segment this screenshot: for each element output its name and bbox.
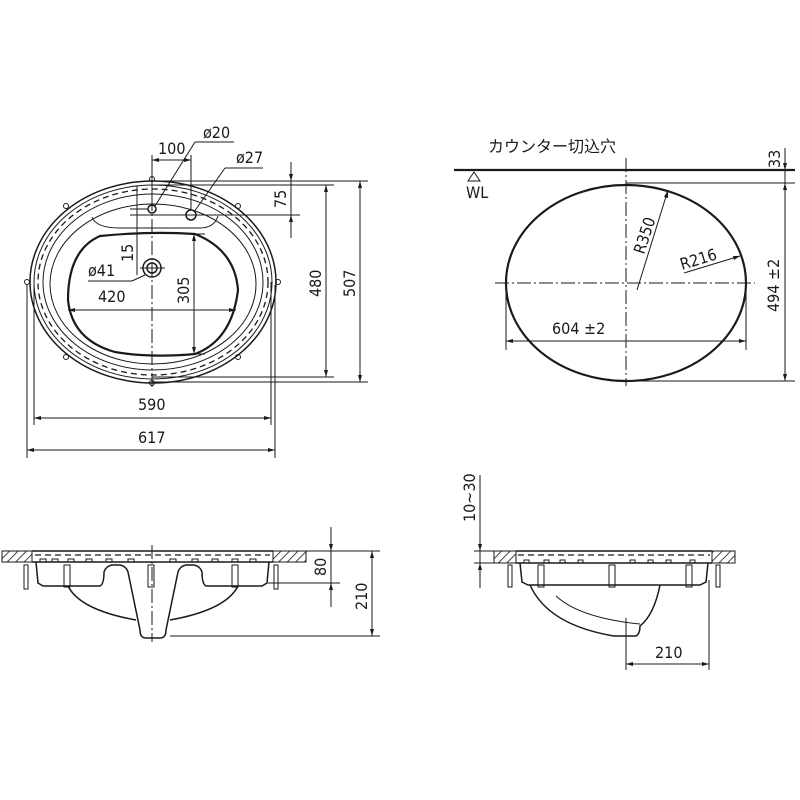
dim-inner-width: 590 xyxy=(138,395,165,414)
dim-bowl-width: 420 xyxy=(98,287,125,306)
mounting-clamp-icons xyxy=(23,564,279,590)
dim-total-height: 210 xyxy=(352,583,371,610)
dim-rim-height: 80 xyxy=(311,558,330,576)
side-section-view: 10~30 210 xyxy=(460,473,736,670)
water-level-label: WL xyxy=(466,183,488,202)
dim-radius-small: R216 xyxy=(678,245,719,274)
top-view: 100 ø20 ø27 75 15 ø41 420 305 xyxy=(24,123,368,458)
dim-drain-offset: 15 xyxy=(118,244,137,262)
side-clamp-icons xyxy=(507,564,721,588)
cutout-view: カウンター切込穴 WL R350 R216 604 ±2 33 494 ±2 xyxy=(454,137,795,386)
water-level-icon xyxy=(467,171,481,182)
dim-drain: ø41 xyxy=(88,261,115,280)
dim-counter-thickness: 10~30 xyxy=(460,473,479,522)
dim-hole-large: ø27 xyxy=(236,148,263,167)
dim-radius-large: R350 xyxy=(630,215,660,257)
dim-cutout-depth: 494 ±2 xyxy=(764,259,783,312)
dim-hole-small: ø20 xyxy=(203,123,230,142)
dim-bowl-depth: 305 xyxy=(174,277,193,304)
front-section-view: 80 210 xyxy=(1,527,380,642)
dim-outer-width: 617 xyxy=(138,428,165,447)
dim-hole-depth: 75 xyxy=(271,190,290,208)
dim-top-offset: 33 xyxy=(765,150,784,168)
slot-icons xyxy=(39,558,257,563)
dim-outer-depth: 507 xyxy=(340,270,359,297)
side-slot-icons xyxy=(523,559,696,564)
dim-side-drain-offset: 210 xyxy=(655,643,682,662)
dim-inner-depth: 480 xyxy=(306,270,325,297)
dim-faucet-offset: 100 xyxy=(158,139,185,158)
dim-cutout-width: 604 ±2 xyxy=(552,319,605,338)
cutout-title: カウンター切込穴 xyxy=(488,137,616,156)
